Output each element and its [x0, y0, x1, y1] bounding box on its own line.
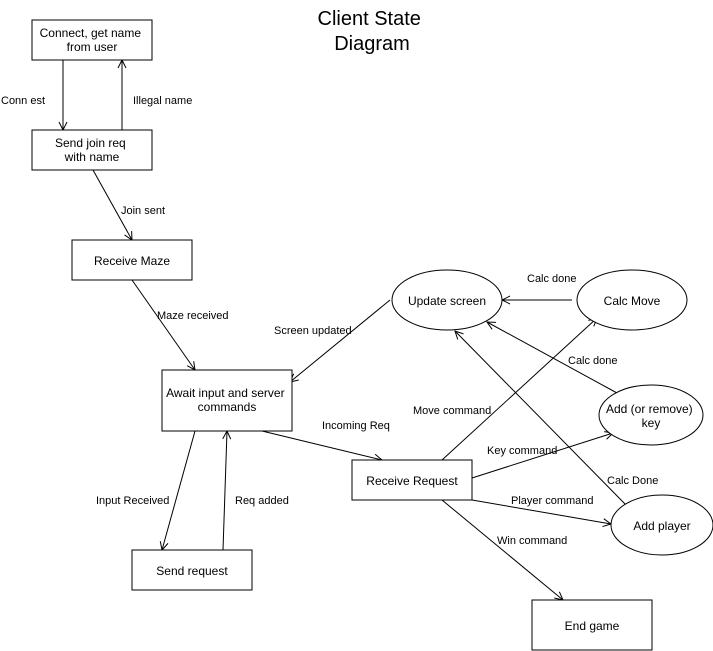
node-await-input-line-2: commands — [198, 400, 257, 414]
svg-text:Add (or remove) key: Add (or remove) key — [606, 402, 696, 430]
label-conn-est: Conn est — [1, 95, 45, 107]
label-screen-updated: Screen updated — [274, 325, 352, 337]
node-end-game: End game — [531, 599, 653, 651]
node-await-input-line-1: Await input and server — [166, 386, 285, 400]
title-line-1: Client State — [318, 8, 421, 30]
node-send-join-line-2: with name — [64, 150, 120, 164]
node-add-key: Add (or remove) key — [598, 384, 704, 446]
edge-player-command — [471, 499, 611, 524]
edge-calc-done-key — [487, 322, 618, 394]
node-receive-maze: Receive Maze — [71, 239, 193, 281]
svg-text:Connect, get name from u: Connect, get name from user — [40, 26, 145, 54]
node-await-input: Await input and server commands — [161, 369, 293, 432]
diagram-title: Client State Diagram — [318, 8, 427, 55]
label-incoming-req: Incoming Req — [322, 420, 390, 432]
edge-incoming-req — [261, 430, 382, 460]
label-win-command: Win command — [497, 535, 567, 547]
edge-win-command — [441, 499, 563, 600]
edge-join-sent — [92, 169, 132, 240]
label-req-added: Req added — [235, 495, 289, 507]
edge-input-received — [162, 430, 196, 550]
title-line-2: Diagram — [334, 33, 410, 55]
edge-maze-received — [131, 279, 195, 370]
node-connect-line-2: from user — [67, 40, 118, 54]
node-send-join: Send join req with name — [31, 129, 153, 171]
node-send-join-line-1: Send join req — [55, 136, 126, 150]
label-calc-done-key: Calc done — [568, 355, 618, 367]
node-add-key-line-2: key — [642, 416, 661, 430]
svg-text:Update screen: Update screen — [408, 294, 486, 308]
svg-text:Calc Move: Calc Move — [604, 294, 661, 308]
edge-move-command — [441, 318, 597, 461]
label-move-command: Move command — [413, 405, 491, 417]
edge-calc-done-player — [455, 331, 627, 506]
svg-text:Add player: Add player — [633, 519, 690, 533]
edge-req-added — [223, 431, 227, 551]
node-connect-line-1: Connect, get name — [40, 26, 142, 40]
node-connect: Connect, get name from user — [31, 19, 153, 61]
svg-text:Send join req with name: Send join req with name — [55, 136, 129, 164]
svg-text:Receive Maze: Receive Maze — [94, 254, 170, 268]
node-send-request-label: Send request — [156, 564, 228, 578]
node-add-player-label: Add player — [633, 519, 690, 533]
node-add-player: Add player — [610, 494, 713, 556]
label-maze-received: Maze received — [157, 310, 229, 322]
label-calc-done-player: Calc Done — [607, 475, 658, 487]
node-receive-request-label: Receive Request — [366, 474, 458, 488]
node-calc-move: Calc Move — [576, 269, 688, 331]
node-calc-move-label: Calc Move — [604, 294, 661, 308]
svg-text:End game: End game — [565, 619, 620, 633]
node-add-key-line-1: Add (or remove) — [606, 402, 693, 416]
label-key-command: Key command — [487, 445, 557, 457]
edge-key-command — [471, 433, 613, 479]
svg-text:Await input and server c: Await input and server commands — [166, 386, 288, 414]
edge-screen-updated — [290, 299, 391, 382]
node-receive-maze-label: Receive Maze — [94, 254, 170, 268]
label-input-received: Input Received — [96, 495, 169, 507]
node-update-screen: Update screen — [391, 269, 503, 331]
node-send-request: Send request — [131, 549, 253, 591]
label-join-sent: Join sent — [121, 205, 165, 217]
svg-text:Send request: Send request — [156, 564, 228, 578]
label-calc-done-move: Calc done — [527, 273, 577, 285]
svg-text:Receive Request: Receive Request — [366, 474, 458, 488]
node-update-screen-label: Update screen — [408, 294, 486, 308]
label-player-command: Player command — [511, 495, 594, 507]
node-receive-request: Receive Request — [351, 459, 473, 501]
node-end-game-label: End game — [565, 619, 620, 633]
label-illegal-name: Illegal name — [133, 95, 192, 107]
